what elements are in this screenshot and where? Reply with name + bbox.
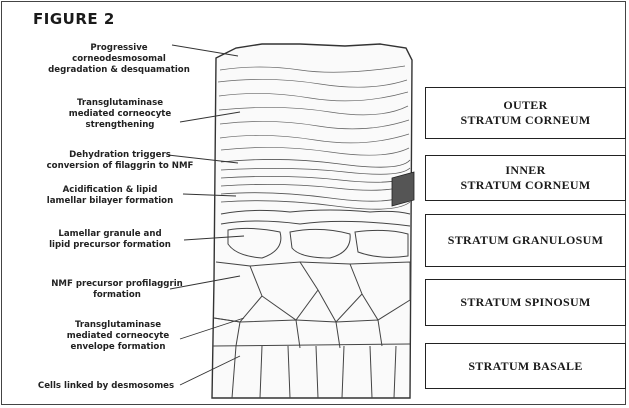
- annotation-dehydration: Dehydration triggers conversion of filag…: [30, 150, 210, 172]
- annotation-desmosomes: Cells linked by desmosomes: [20, 381, 192, 392]
- layer-label: OUTER STRATUM CORNEUM: [461, 98, 591, 128]
- shaded-block: [392, 172, 414, 206]
- annotation-lamellar-granule: Lamellar granule and lipid precursor for…: [30, 229, 190, 251]
- layer-box-stratum-basale: STRATUM BASALE: [425, 343, 626, 389]
- layer-box-stratum-granulosum: STRATUM GRANULOSUM: [425, 214, 626, 267]
- layer-label: STRATUM BASALE: [468, 359, 582, 374]
- layer-label: INNER STRATUM CORNEUM: [461, 163, 591, 193]
- annotation-desquamation: Progressive corneodesmosomal degradation…: [38, 43, 200, 76]
- annotation-envelope-formation: Transglutaminase mediated corneocyte env…: [48, 320, 188, 353]
- annotation-transglutaminase-strengthening: Transglutaminase mediated corneocyte str…: [52, 98, 188, 131]
- annotation-acidification: Acidification & lipid lamellar bilayer f…: [30, 185, 190, 207]
- layer-label: STRATUM SPINOSUM: [460, 295, 590, 310]
- layer-box-outer-stratum-corneum: OUTER STRATUM CORNEUM: [425, 87, 626, 139]
- layer-box-stratum-spinosum: STRATUM SPINOSUM: [425, 279, 626, 326]
- layer-label: STRATUM GRANULOSUM: [448, 233, 604, 248]
- layer-box-inner-stratum-corneum: INNER STRATUM CORNEUM: [425, 155, 626, 201]
- annotation-nmf-precursor: NMF precursor profilaggrin formation: [42, 279, 192, 301]
